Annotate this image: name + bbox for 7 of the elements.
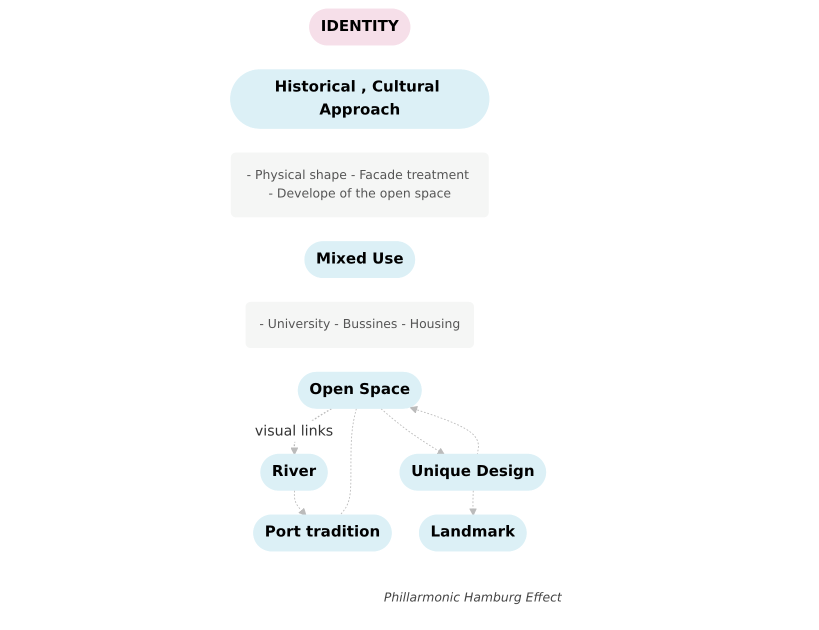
arrow [294,490,306,516]
edge-label: visual links [254,422,334,440]
arrow [410,406,479,456]
arrow [380,408,445,456]
connector [339,408,357,516]
node-label: Phillarmonic Hamburg Effect [384,590,562,605]
arrow [469,490,477,516]
